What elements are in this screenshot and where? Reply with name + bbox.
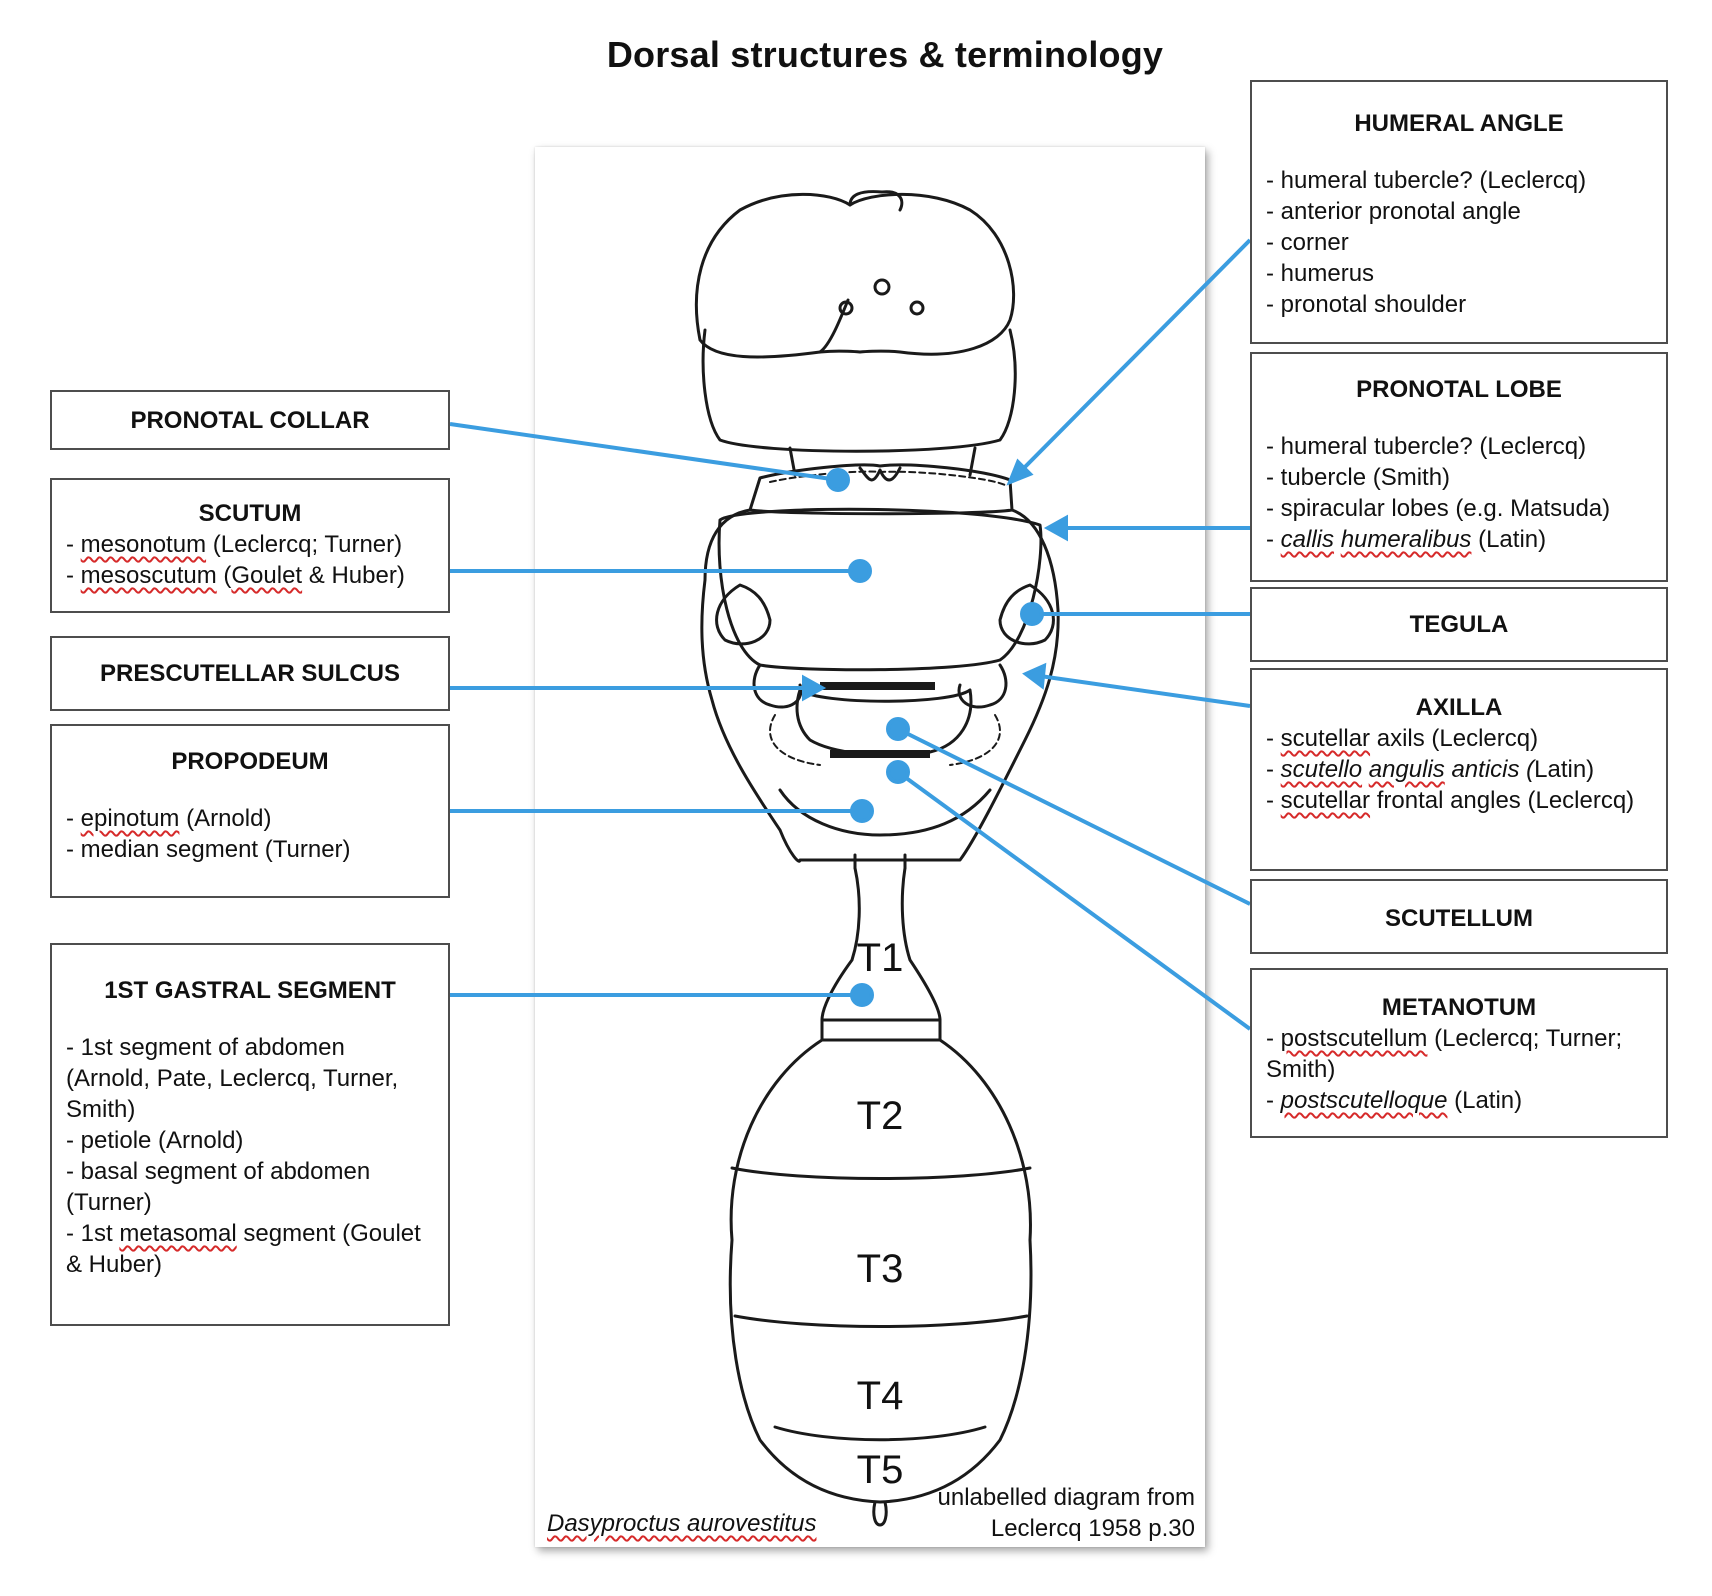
segment-label-t1: T1 <box>856 936 904 980</box>
label-box-humeral-angle: HUMERAL ANGLE - humeral tubercle? (Lecle… <box>1250 80 1668 344</box>
tegula-heading: TEGULA <box>1409 611 1509 638</box>
scutum-heading: SCUTUM <box>198 500 302 527</box>
pronotal-lobe-term-4: - callis humeralibus (Latin) <box>1266 526 1547 553</box>
pronotal-lobe-heading: PRONOTAL LOBE <box>1356 376 1562 403</box>
axilla-heading: AXILLA <box>1415 694 1503 721</box>
pronotal-lobe-term-2: - tubercle (Smith) <box>1266 464 1451 491</box>
first-gastral-term-2: - petiole (Arnold) <box>66 1127 244 1154</box>
scutum-term-1: - mesonotum (Leclercq; Turner) <box>66 531 403 558</box>
axilla-term-3: - scutellar frontal angles (Leclercq) <box>1266 787 1635 814</box>
image-credit: unlabelled diagram from Leclercq 1958 p.… <box>938 1482 1195 1544</box>
segment-label-t4: T4 <box>856 1374 904 1418</box>
head-lower-outline <box>701 328 1017 453</box>
humeral-angle-heading: HUMERAL ANGLE <box>1354 110 1564 137</box>
gaster-outline <box>728 1038 1033 1504</box>
pronotal-lobe-term-1: - humeral tubercle? (Leclercq) <box>1266 433 1587 460</box>
specimen-figure <box>535 147 1205 1547</box>
t1-outline <box>820 866 942 1022</box>
pronotal-lobe-term-3: - spiracular lobes (e.g. Matsuda) <box>1266 495 1611 522</box>
head-outline <box>694 192 1016 359</box>
scutellum-outline <box>795 688 973 757</box>
label-box-prescutellar-sulcus: PRESCUTELLAR SULCUS <box>50 636 450 711</box>
label-box-scutum: SCUTUM - mesonotum (Leclercq; Turner) - … <box>50 478 450 613</box>
metanotum-heading: METANOTUM <box>1381 994 1537 1021</box>
scutum-outline <box>717 507 1043 672</box>
axilla-term-1: - scutellar axils (Leclercq) <box>1266 725 1539 752</box>
pronotal-collar-heading: PRONOTAL COLLAR <box>130 407 370 434</box>
segment-label-t5: T5 <box>856 1448 904 1492</box>
humeral-angle-term-4: - humerus <box>1266 260 1375 287</box>
propodeum-heading: PROPODEUM <box>171 748 329 775</box>
segment-label-t3: T3 <box>856 1247 904 1291</box>
credit-line-2: Leclercq 1958 p.30 <box>990 1515 1195 1542</box>
metanotum-term-1: - postscutellum (Leclercq; Turner; Smith… <box>1266 1025 1623 1083</box>
propodeum-term-1: - epinotum (Arnold) <box>66 805 272 832</box>
t2-t3-suture <box>730 1166 1032 1180</box>
page-title: Dorsal structures & terminology <box>606 34 1164 75</box>
segment-label-t2: T2 <box>856 1094 904 1138</box>
first-gastral-term-1: - 1st segment of abdomen (Arnold, Pate, … <box>66 1034 399 1123</box>
mesosoma-outline <box>700 508 1060 863</box>
prescutellar-sulcus-mark <box>820 682 935 690</box>
label-box-propodeum: PROPODEUM - epinotum (Arnold) - median s… <box>50 724 450 898</box>
ocellus-center <box>873 278 891 296</box>
first-gastral-term-3: - basal segment of abdomen (Turner) <box>66 1158 371 1216</box>
first-gastral-heading: 1ST GASTRAL SEGMENT <box>104 977 396 1004</box>
prescutellar-sulcus-heading: PRESCUTELLAR SULCUS <box>99 660 400 687</box>
sting <box>872 1500 888 1527</box>
species-name: Dasyproctus aurovestitus <box>547 1510 817 1537</box>
leader-pronotal-collar <box>449 422 839 482</box>
label-box-pronotal-lobe: PRONOTAL LOBE - humeral tubercle? (Lecle… <box>1250 352 1668 582</box>
ocellus-right <box>909 300 925 316</box>
leader-scutellum <box>897 727 1251 906</box>
label-box-scutellum: SCUTELLUM <box>1250 879 1668 954</box>
credit-line-1: unlabelled diagram from <box>937 1484 1195 1511</box>
label-box-axilla: AXILLA - scutellar axils (Leclercq) - sc… <box>1250 668 1668 871</box>
label-box-pronotal-collar: PRONOTAL COLLAR <box>50 390 450 450</box>
leader-metanotum <box>896 770 1252 1031</box>
t3-t4-suture <box>733 1314 1029 1328</box>
pronotum-outline <box>748 463 1014 516</box>
tegula-right <box>998 583 1055 646</box>
humeral-angle-term-5: - pronotal shoulder <box>1266 291 1467 318</box>
axilla-term-2: - scutello angulis anticis (Latin) <box>1266 756 1595 783</box>
propodeum-outline <box>778 788 992 837</box>
leader-humeral-angle <box>1016 238 1252 476</box>
label-box-tegula: TEGULA <box>1250 587 1668 662</box>
humeral-angle-term-1: - humeral tubercle? (Leclercq) <box>1266 167 1587 194</box>
leader-axilla <box>1039 674 1251 708</box>
scutellum-heading: SCUTELLUM <box>1385 905 1533 932</box>
label-box-metanotum: METANOTUM - postscutellum (Leclercq; Tur… <box>1250 968 1668 1138</box>
propodeum-term-2: - median segment (Turner) <box>66 836 351 863</box>
humeral-angle-term-3: - corner <box>1266 229 1349 256</box>
ocellus-left <box>838 300 854 316</box>
t4-t5-suture <box>773 1425 987 1442</box>
humeral-angle-term-2: - anterior pronotal angle <box>1266 198 1521 225</box>
tegula-left <box>715 583 772 646</box>
metanotum-term-2: - postscutelloque (Latin) <box>1266 1087 1523 1114</box>
first-gastral-term-4: - 1st metasomal segment (Goulet & Huber) <box>66 1220 421 1278</box>
scutum-term-2: - mesoscutum (Goulet & Huber) <box>66 562 405 589</box>
metanotal-sulcus-mark <box>830 750 930 758</box>
label-box-first-gastral-segment: 1ST GASTRAL SEGMENT - 1st segment of abd… <box>50 943 450 1326</box>
